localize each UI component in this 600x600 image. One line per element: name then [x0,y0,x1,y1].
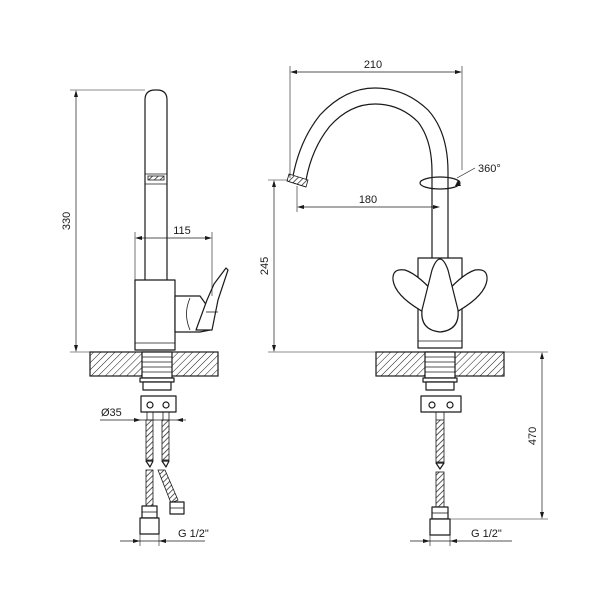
side-hose-bent [157,469,179,504]
front-thread-label: G 1/2" [471,528,502,540]
front-hose [435,419,445,463]
side-hose-left [145,419,154,461]
side-diameter-label: Ø35 [101,407,122,419]
front-connector-block [420,395,462,413]
side-thread-label: G 1/2" [178,528,209,540]
side-lever-handle [195,267,229,331]
side-shank [141,351,173,379]
side-connector-block [140,395,177,413]
side-hose-right [161,419,170,461]
front-rotation-ellipse [419,176,461,190]
side-aerator [147,175,165,181]
side-shank-thread [142,356,172,373]
side-view: 330 115 Ø35 G 1/2" [61,89,229,546]
front-rotation-label: 360° [478,163,501,175]
side-body [134,279,176,351]
front-hose-label: 470 [527,427,539,445]
front-reach-label: 180 [359,194,377,206]
front-shank [424,351,456,379]
front-spout [292,87,449,259]
front-view: 360° [259,59,548,546]
side-height-label: 330 [61,212,73,230]
side-handle-label: 115 [173,225,191,237]
front-handle-center [421,258,459,333]
front-height-label: 245 [259,257,271,275]
side-spout-tube [144,89,168,281]
front-shank-thread [425,356,455,373]
front-width-label: 210 [364,59,382,71]
